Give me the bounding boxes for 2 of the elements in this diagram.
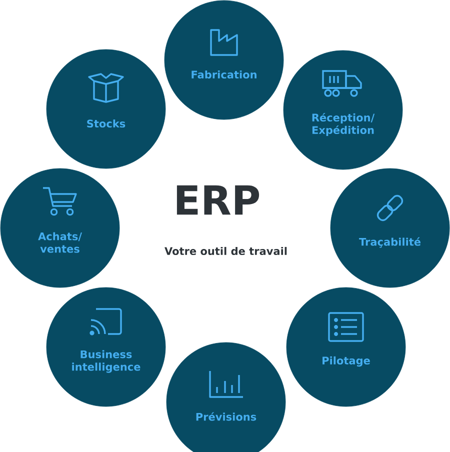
subtitle: Votre outil de travail: [164, 246, 287, 256]
title: ERP: [176, 185, 260, 215]
